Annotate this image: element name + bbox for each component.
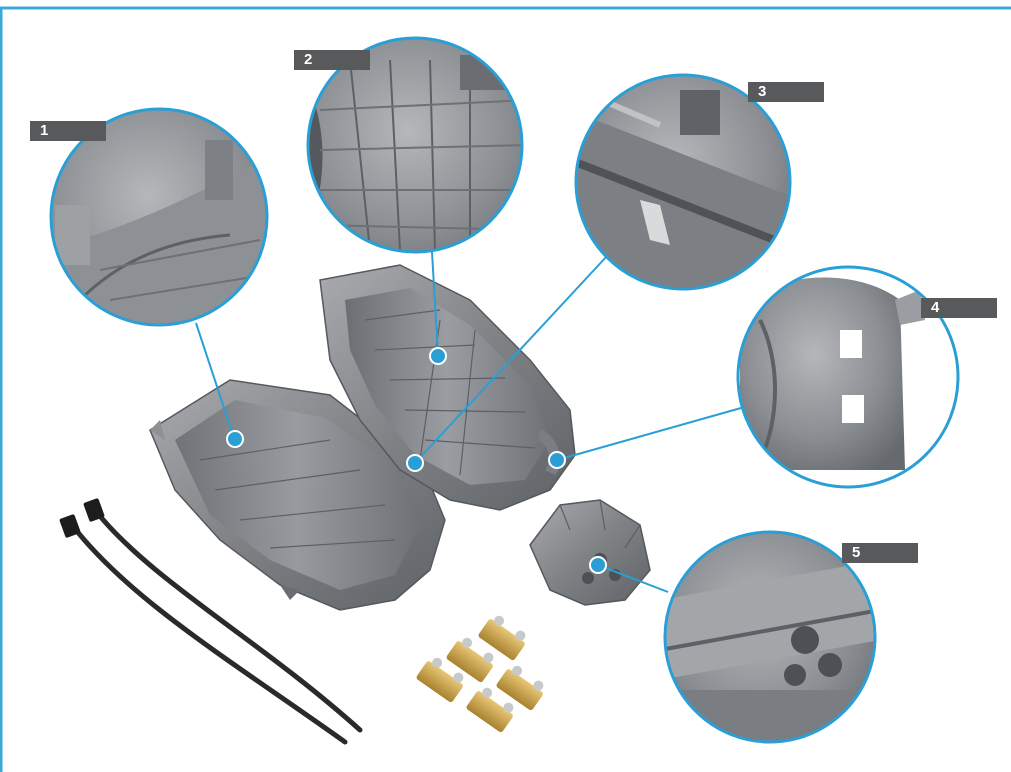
- callout-label-5: 5: [842, 543, 918, 563]
- cable-ties: [59, 498, 363, 745]
- brass-terminals: [416, 615, 544, 733]
- callout-label-3: 3: [748, 82, 824, 102]
- zoom-detail-5: [663, 530, 877, 744]
- zoom-detail-3: [574, 73, 792, 291]
- callout-label-2: 2: [294, 50, 370, 70]
- callout-dots: [226, 347, 607, 574]
- callout-dot-5: [589, 556, 607, 574]
- callout-label-1: 1: [30, 121, 106, 141]
- zoom-detail-1: [49, 107, 269, 327]
- callout-dot-4: [548, 451, 566, 469]
- callout-dot-3: [406, 454, 424, 472]
- leader-lines: [195, 251, 742, 593]
- callout-label-4: 4: [921, 298, 997, 318]
- callout-dot-2: [429, 347, 447, 365]
- zoom-detail-2: [306, 36, 524, 254]
- right-shell: [319, 264, 576, 511]
- callout-dot-1: [226, 430, 244, 448]
- zoom-detail-4: [736, 265, 960, 489]
- cable-insert: [529, 499, 651, 606]
